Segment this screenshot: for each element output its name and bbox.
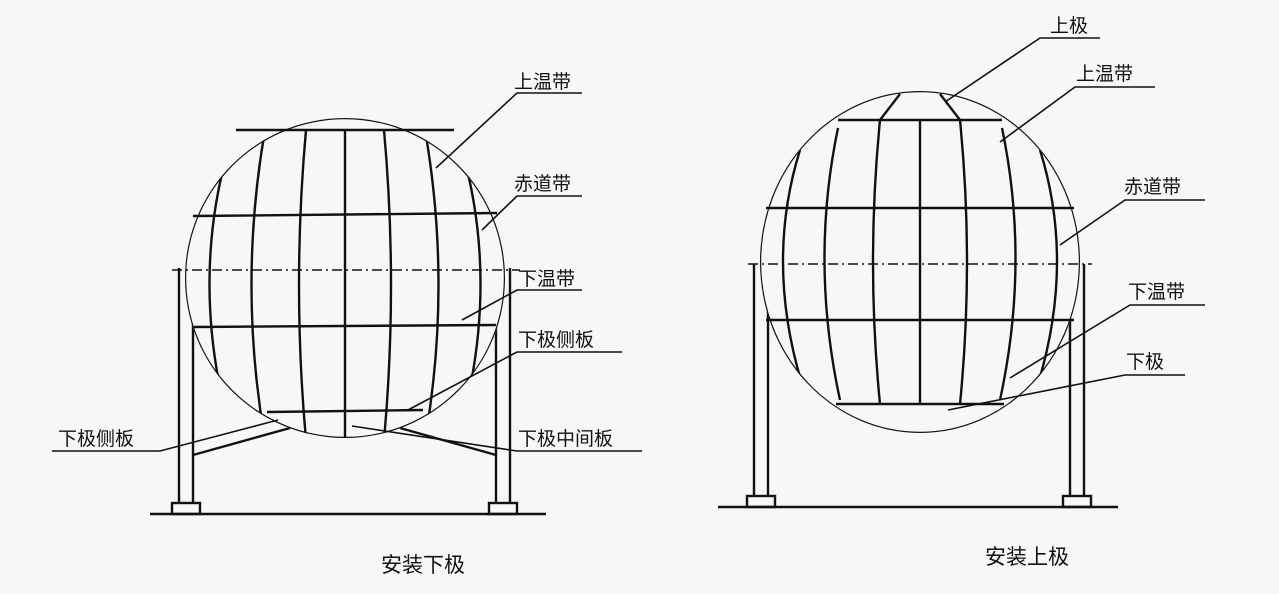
left-leader-lines — [52, 92, 642, 452]
left-labels: 上温带 赤道带 下温带 下极侧板 下极侧板 下极中间板 安装下极 — [58, 71, 613, 577]
right-label-lower-band: 下温带 — [1128, 281, 1185, 303]
left-sphere-shell — [185, 118, 505, 438]
right-label-top-pole: 上极 — [1050, 15, 1088, 37]
right-label-equator-band: 赤道带 — [1124, 176, 1181, 198]
left-meridian-lines — [208, 129, 482, 438]
right-figure — [718, 37, 1205, 509]
right-leader-lines — [944, 37, 1205, 411]
left-figure — [52, 92, 642, 516]
left-caption: 安装下极 — [381, 553, 465, 577]
left-label-equator-band: 赤道带 — [514, 173, 571, 195]
right-label-bottom-pole: 下极 — [1126, 351, 1164, 373]
right-labels: 上极 上温带 赤道带 下温带 下极 安装上极 — [985, 15, 1185, 569]
left-label-bottom-middle-plate: 下极中间板 — [518, 428, 613, 450]
left-label-upper-band: 上温带 — [514, 71, 571, 93]
left-label-bottom-side-plate-left: 下极侧板 — [58, 428, 134, 450]
right-sphere-shell — [760, 91, 1080, 433]
left-upper-equator-boundary — [192, 211, 498, 218]
right-caption: 安装上极 — [985, 545, 1069, 569]
right-label-upper-band: 上温带 — [1076, 63, 1133, 85]
right-top-pole-segments — [879, 93, 961, 121]
left-bottom-pole-boundary — [266, 408, 424, 414]
left-equator-lower-boundary — [193, 323, 497, 329]
left-label-bottom-side-plate-right: 下极侧板 — [518, 329, 594, 351]
left-label-lower-band: 下温带 — [518, 268, 575, 290]
